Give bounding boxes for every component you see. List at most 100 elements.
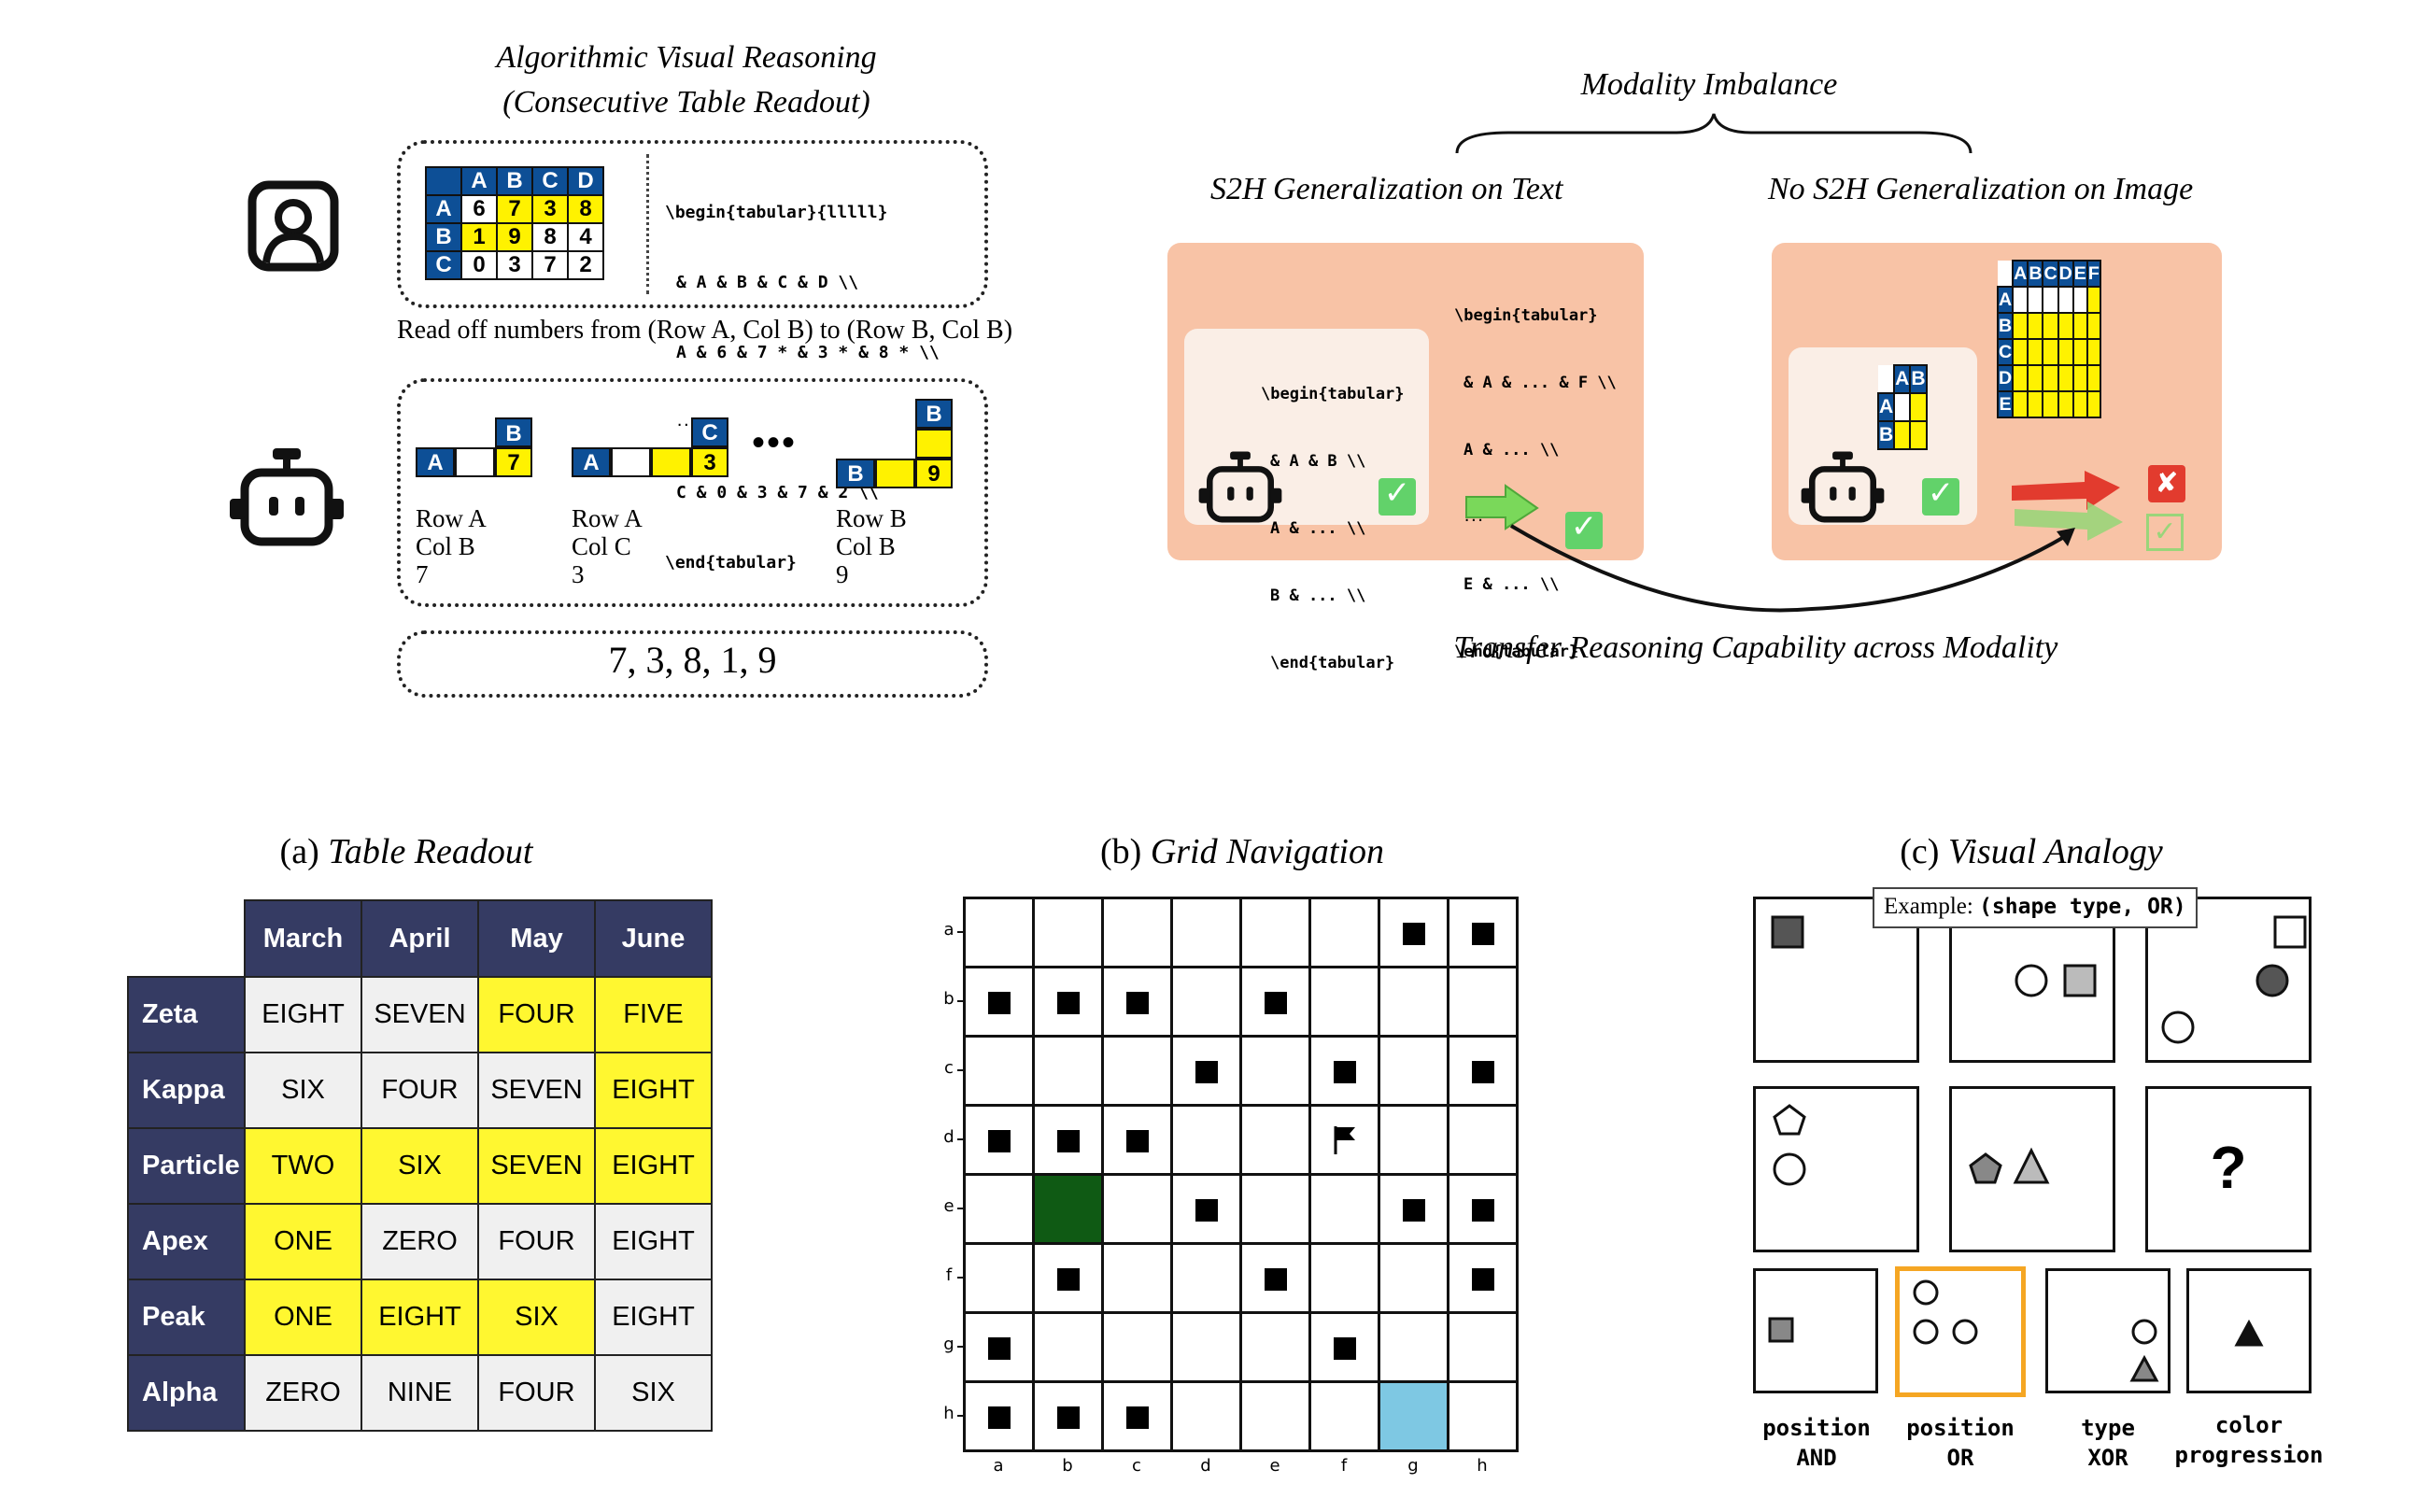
step-3-text: Row B Col B 9 bbox=[836, 504, 907, 588]
grid-cell bbox=[2086, 286, 2101, 314]
grid-cell bbox=[2057, 338, 2074, 366]
grid-row-header: A bbox=[1876, 392, 1896, 422]
table-cell: FOUR bbox=[361, 1052, 479, 1129]
grid-cell bbox=[2027, 364, 2044, 392]
grid-cell bbox=[1239, 1104, 1311, 1176]
table-cell: NINE bbox=[361, 1354, 479, 1432]
grid-tick bbox=[957, 1277, 963, 1279]
grid-cell bbox=[2086, 312, 2101, 340]
mini-cell: 1 bbox=[460, 222, 498, 252]
panel-a-caption: (a) Table Readout bbox=[215, 831, 598, 872]
grid-cell bbox=[1308, 897, 1380, 968]
table-cell: EIGHT bbox=[594, 1127, 713, 1205]
grid-cell bbox=[1032, 897, 1104, 968]
table-cell: FIVE bbox=[594, 976, 713, 1053]
example-label-box: Example: (shape type, OR) bbox=[1873, 887, 2198, 928]
step-3-strip: B B 9 bbox=[836, 399, 957, 488]
step-text-line: Col B bbox=[836, 532, 896, 560]
row-header: Apex bbox=[127, 1203, 246, 1280]
option-label: type XOR bbox=[2038, 1413, 2178, 1473]
grid-col-label: b bbox=[1062, 1456, 1073, 1476]
mini-cell: 3 bbox=[496, 250, 533, 280]
latex-line: A & ... \\ bbox=[1463, 441, 1560, 459]
grid-col-label: c bbox=[1132, 1456, 1141, 1476]
grid-col-header: B bbox=[1909, 364, 1928, 394]
mini-col-header: A bbox=[460, 166, 498, 196]
readout-instruction: Read off numbers from (Row A, Col B) to … bbox=[397, 316, 1013, 345]
latex-line: \end{tabular} bbox=[1454, 643, 1579, 661]
obstacle-block bbox=[1126, 992, 1149, 1014]
caption-title: Table Readout bbox=[328, 832, 533, 871]
mini-cell: 4 bbox=[567, 222, 604, 252]
robot-icon bbox=[230, 448, 344, 546]
grid-cell bbox=[1170, 1242, 1242, 1314]
panel-b-caption: (b) Grid Navigation bbox=[1046, 831, 1438, 872]
grid-corner bbox=[1878, 365, 1895, 393]
row-header: Particle bbox=[127, 1127, 246, 1205]
cross-icon: ✘ bbox=[2148, 465, 2185, 502]
grid-col-header: B bbox=[2027, 260, 2044, 288]
mini-cell: 8 bbox=[531, 222, 569, 252]
table-cell: SIX bbox=[477, 1279, 596, 1356]
step-col-label: B bbox=[495, 417, 532, 447]
obstacle-block bbox=[1472, 923, 1494, 945]
step-2-strip: C A 3 bbox=[572, 417, 730, 477]
option-label-line: AND bbox=[1796, 1445, 1837, 1471]
table-cell: FOUR bbox=[477, 1203, 596, 1280]
caption-prefix: (c) bbox=[1900, 832, 1948, 871]
step-text-line: Col B bbox=[416, 532, 475, 560]
circle-shape bbox=[2131, 1319, 2157, 1345]
option-label: position AND bbox=[1746, 1413, 1887, 1473]
obstacle-block bbox=[988, 992, 1011, 1014]
grid-tick bbox=[957, 1208, 963, 1209]
obstacle-block bbox=[1057, 992, 1080, 1014]
mini-row-header: C bbox=[425, 250, 462, 280]
column-header: April bbox=[361, 899, 479, 978]
grid-row-label: h bbox=[943, 1404, 954, 1423]
latex-line: \end{tabular} bbox=[1270, 654, 1395, 672]
check-icon bbox=[1565, 508, 1603, 549]
grid-cell bbox=[2071, 312, 2088, 340]
model-steps-box bbox=[397, 378, 988, 607]
latex-line: C & 0 & 3 & 7 & 2 \\ bbox=[676, 483, 879, 502]
grid-col-label: h bbox=[1477, 1456, 1488, 1476]
question-mark: ? bbox=[2210, 1134, 2247, 1201]
table-cell: TWO bbox=[244, 1127, 362, 1205]
check-icon bbox=[1922, 474, 1959, 516]
grid-cell bbox=[1909, 420, 1928, 450]
grid-col-header: F bbox=[2086, 260, 2101, 288]
transfer-caption: Transfer Reasoning Capability across Mod… bbox=[1453, 630, 2058, 665]
grid-cell bbox=[1447, 1104, 1519, 1176]
triangle-shape bbox=[2129, 1354, 2159, 1382]
grid-cell bbox=[1239, 1035, 1311, 1107]
grid-row-label: a bbox=[943, 920, 954, 940]
text-generalization-title: S2H Generalization on Text bbox=[1210, 172, 1563, 206]
grid-cell bbox=[2042, 364, 2059, 392]
obstacle-block bbox=[1195, 1199, 1218, 1222]
step-cell-empty bbox=[611, 447, 651, 477]
grid-cell bbox=[1032, 1173, 1104, 1245]
step-2-text: Row A Col C 3 bbox=[572, 504, 643, 588]
option-label-line: position bbox=[1762, 1415, 1871, 1441]
table-cell: SIX bbox=[361, 1127, 479, 1205]
table-cell: ZERO bbox=[361, 1203, 479, 1280]
grid-cell bbox=[1101, 1035, 1173, 1107]
table-cell: SEVEN bbox=[361, 976, 479, 1053]
grid-cell bbox=[1170, 1104, 1242, 1176]
small-latex-block: \begin{tabular} & A & B \\ A & ... \\ B … bbox=[1261, 338, 1405, 697]
grid-cell bbox=[1378, 1242, 1449, 1314]
obstacle-block bbox=[988, 1406, 1011, 1429]
grid-cell bbox=[963, 897, 1035, 968]
grid-cell bbox=[1378, 1380, 1449, 1452]
row-header: Peak bbox=[127, 1279, 246, 1356]
big-latex-block: \begin{tabular} & A & ... & F \\ A & ...… bbox=[1454, 260, 1617, 685]
grid-row-header: D bbox=[1996, 364, 2015, 392]
grid-cell bbox=[1032, 1311, 1104, 1383]
square-shape bbox=[2063, 964, 2097, 997]
step-text-line: 9 bbox=[836, 560, 849, 588]
square-shape bbox=[1768, 1317, 1794, 1343]
grid-cell bbox=[1893, 392, 1912, 422]
grid-cell bbox=[1170, 897, 1242, 968]
mini-cell: 7 bbox=[531, 250, 569, 280]
latex-line: & A & B & C & D \\ bbox=[676, 273, 859, 292]
